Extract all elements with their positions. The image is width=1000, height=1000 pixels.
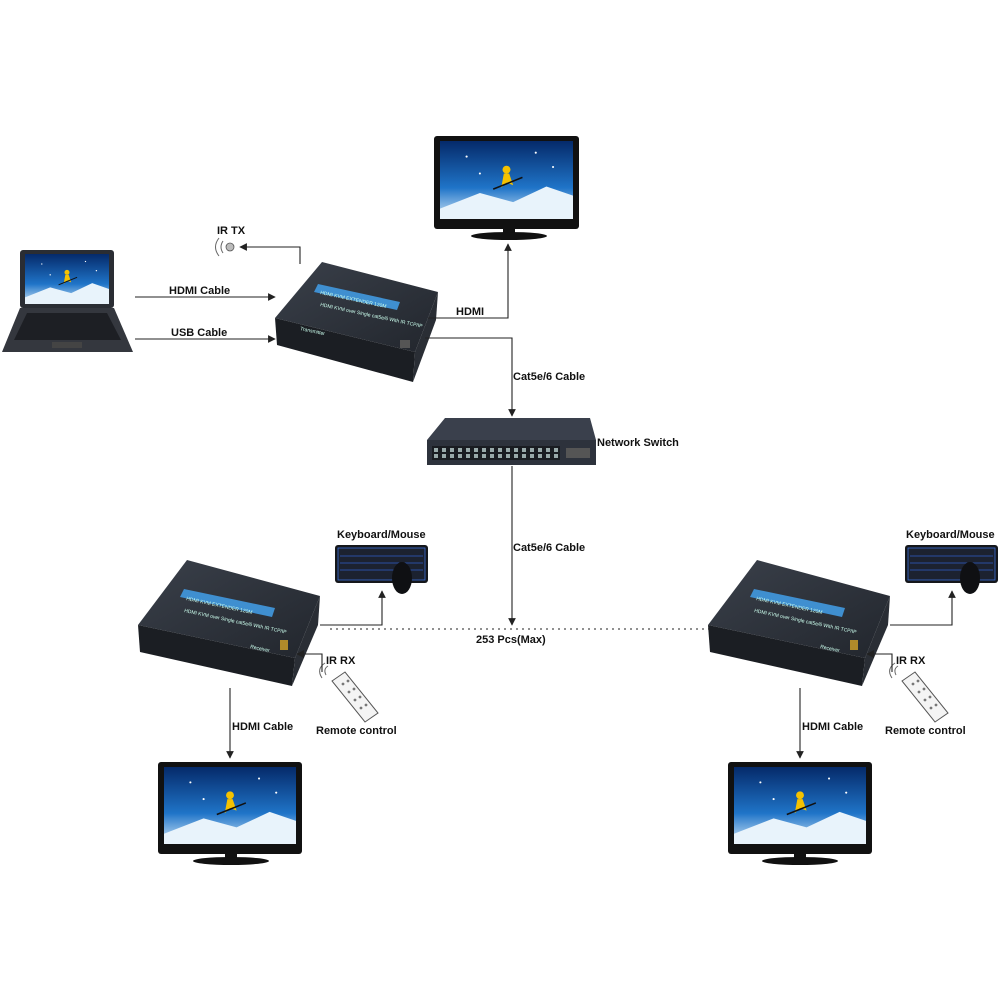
remote-control-left-icon <box>319 662 379 723</box>
remote-left-label: Remote control <box>316 725 397 737</box>
receiver-left-name: Receiver <box>250 644 271 654</box>
ir-rx-right-line <box>866 650 893 672</box>
connections <box>135 243 956 759</box>
keyboard-mouse-left <box>335 545 428 594</box>
ir-rx-left-line <box>296 650 323 672</box>
hdmi-cable-top-label: HDMI Cable <box>169 285 230 297</box>
keyboard-left-label: Keyboard/Mouse <box>337 529 426 541</box>
receiver-left-device: HDMI KVM EXTENDER 120M HDMI KVM over Sin… <box>138 560 320 686</box>
hdmi-top-label: HDMI <box>456 306 484 318</box>
receiver-right-device: HDMI KVM EXTENDER 120M HDMI KVM over Sin… <box>708 560 890 686</box>
max-units-label: 253 Pcs(Max) <box>476 634 546 646</box>
usb-cable-label: USB Cable <box>171 327 227 339</box>
monitor-top <box>434 136 579 240</box>
monitor-right <box>728 762 872 865</box>
transmitter-name: Transmitter <box>300 326 326 337</box>
keyboard-mouse-right <box>905 545 998 594</box>
remote-control-right-icon <box>889 662 949 723</box>
receiver-right-name: Receiver <box>820 644 841 654</box>
network-switch-label: Network Switch <box>597 437 679 449</box>
cat-mid-label: Cat5e/6 Cable <box>513 542 585 554</box>
cat-top-label: Cat5e/6 Cable <box>513 371 585 383</box>
ir-tx-label: IR TX <box>217 225 246 237</box>
cat-to-switch-line <box>425 337 516 417</box>
ir-tx-line <box>239 243 301 264</box>
ir-rx-right-label: IR RX <box>896 655 926 667</box>
monitor-left <box>158 762 302 865</box>
keyboard-left-line <box>320 590 386 626</box>
hdmi-cable-right-label: HDMI Cable <box>802 721 863 733</box>
transmitter-device: HDMI KVM EXTENDER 120M HDMI KVM over Sin… <box>275 262 438 382</box>
keyboard-right-label: Keyboard/Mouse <box>906 529 995 541</box>
network-switch <box>427 418 596 465</box>
ir-rx-left-label: IR RX <box>326 655 356 667</box>
hdmi-cable-left-label: HDMI Cable <box>232 721 293 733</box>
keyboard-right-line <box>890 590 956 626</box>
remote-right-label: Remote control <box>885 725 966 737</box>
laptop <box>2 250 133 352</box>
ir-tx-icon <box>215 237 235 257</box>
hdmi-to-top-monitor-line <box>428 243 512 319</box>
